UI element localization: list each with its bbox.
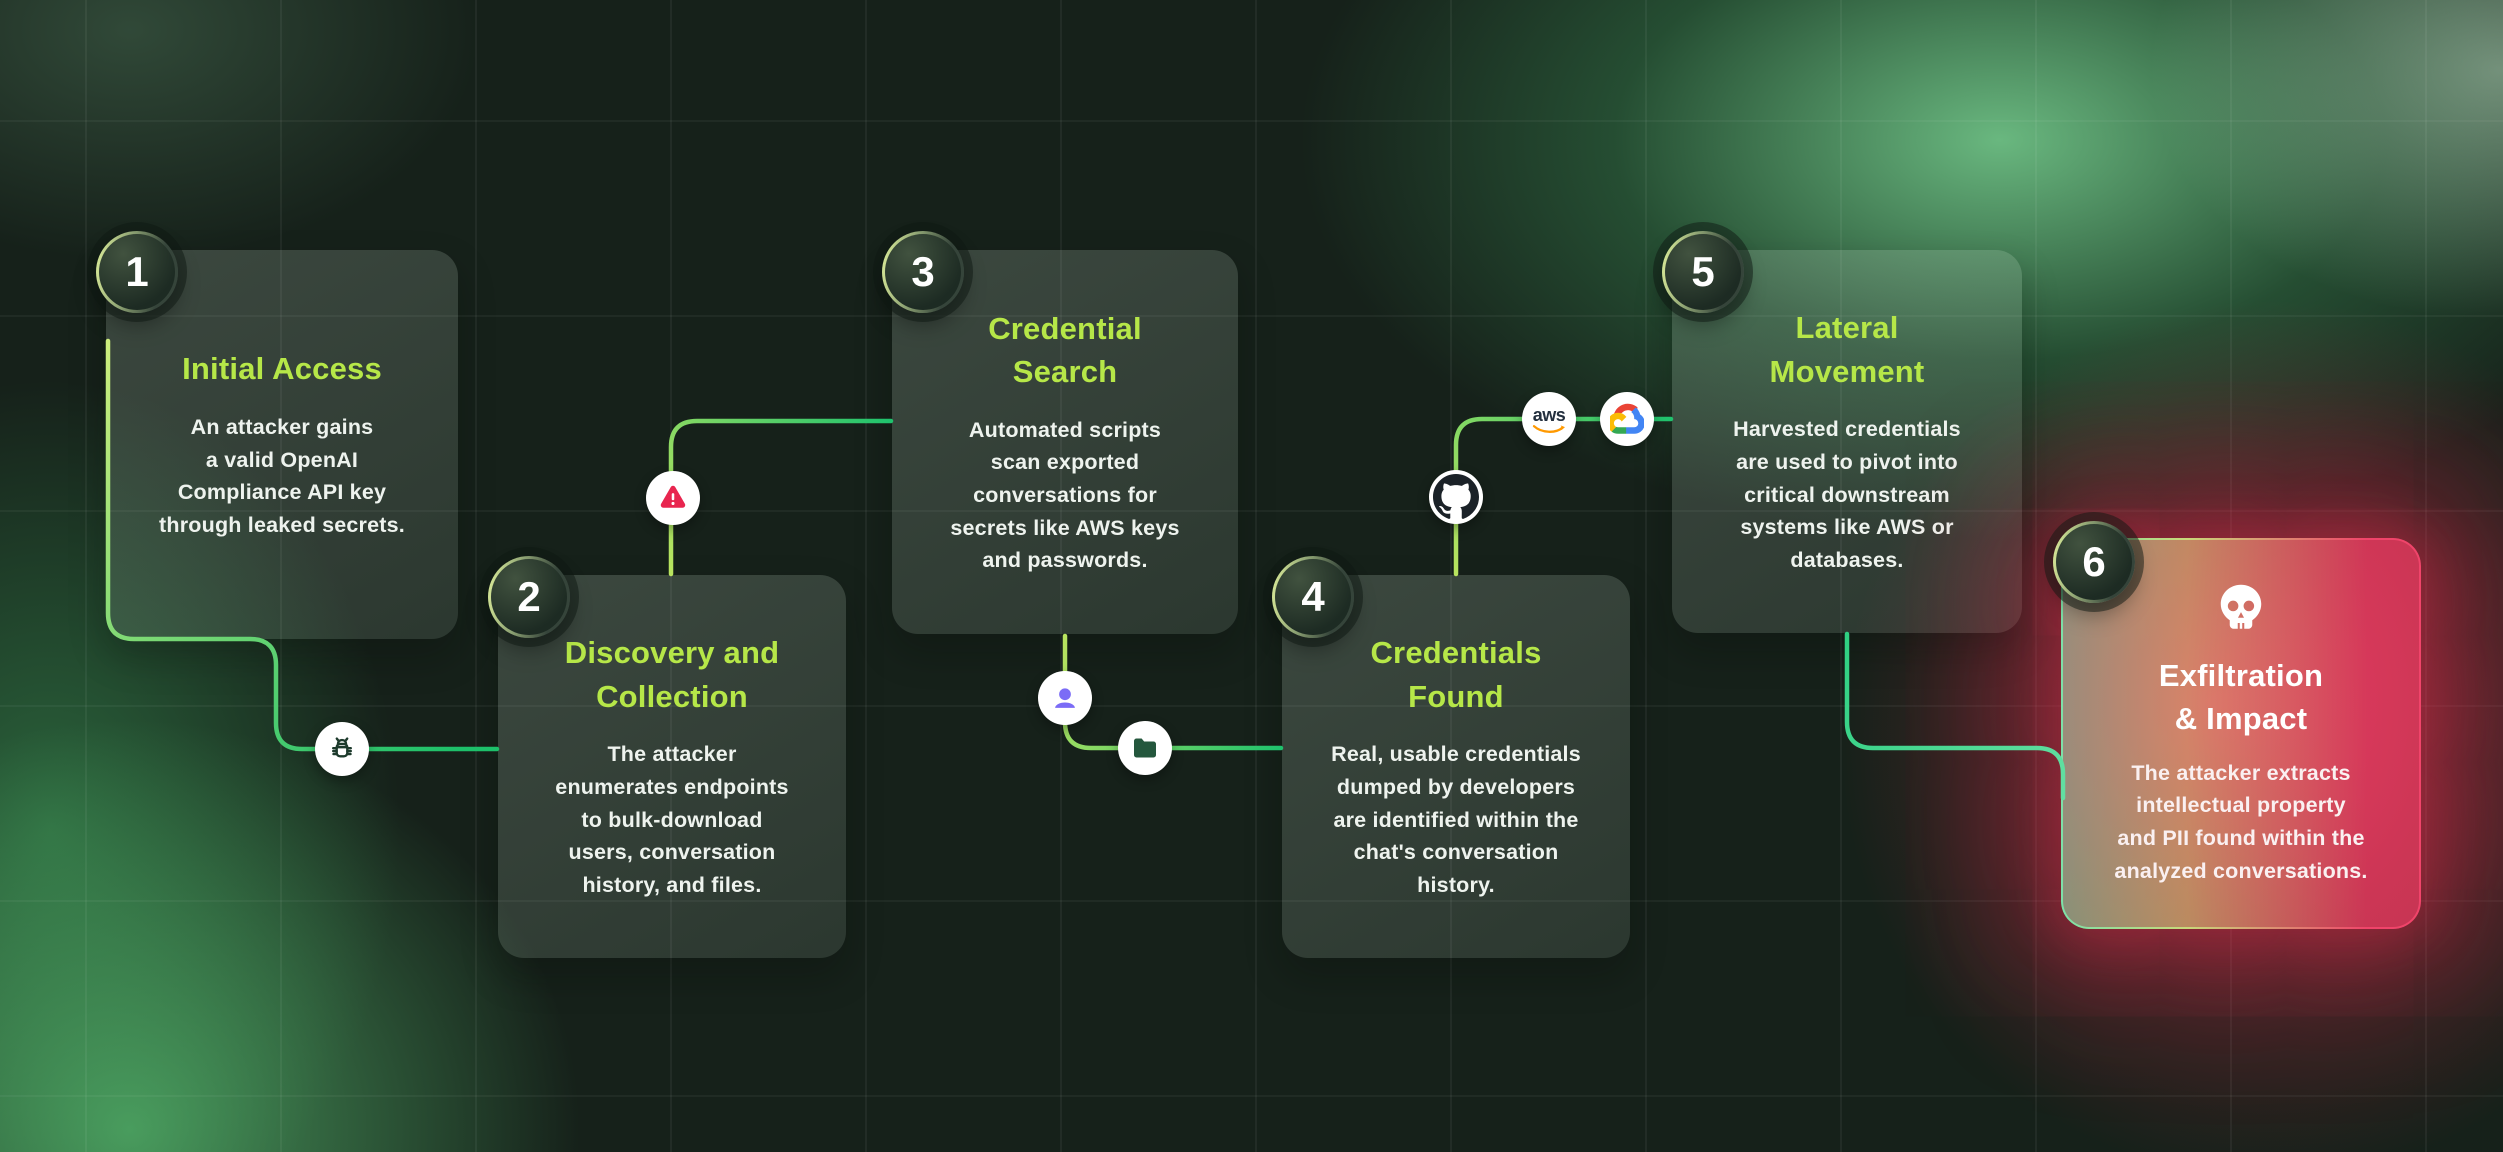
step-title: Credentials Found (1370, 635, 1542, 714)
step-description: An attacker gains a valid OpenAI Complia… (159, 414, 405, 537)
step-card-credentials-found: Credentials Found Real, usable credentia… (1282, 575, 1630, 958)
step-title: Discovery and Collection (564, 635, 780, 714)
step-number: 4 (1275, 559, 1351, 635)
step-number: 2 (491, 559, 567, 635)
warning-icon (646, 471, 700, 525)
skull-icon (2214, 580, 2268, 638)
step-number: 1 (99, 234, 175, 310)
background-glow-top-right-corner (2150, 0, 2503, 320)
step-description: Automated scripts scan exported conversa… (950, 417, 1180, 573)
step-number: 6 (2056, 524, 2132, 600)
aws-icon: aws (1522, 392, 1576, 446)
step-number-badge-2: 2 (488, 556, 570, 638)
step-number: 3 (885, 234, 961, 310)
step-number-badge-3: 3 (882, 231, 964, 313)
user-icon (1038, 671, 1092, 725)
aws-label: aws (1532, 404, 1566, 425)
step-title: Initial Access (182, 351, 382, 387)
step-card-credential-search: Credential Search Automated scripts scan… (892, 250, 1238, 634)
step-description: Real, usable credentials dumped by devel… (1331, 742, 1581, 897)
step-description: The attacker extracts intellectual prope… (2114, 760, 2368, 883)
connector-5-6 (1844, 631, 2066, 801)
background-glow-bottom-left (0, 720, 580, 1152)
step-description: Harvested credentials are used to pivot … (1733, 417, 1961, 572)
step-number-badge-6: 6 (2053, 521, 2135, 603)
connector-2-3 (668, 418, 894, 577)
step-title: Credential Search (988, 310, 1142, 390)
step-card-exfiltration-impact: Exfiltration & Impact The attacker extra… (2061, 538, 2421, 929)
step-number-badge-5: 5 (1662, 231, 1744, 313)
step-number: 5 (1665, 234, 1741, 310)
github-icon (1429, 470, 1483, 524)
step-card-discovery-collection: Discovery and Collection The attacker en… (498, 575, 846, 958)
step-card-initial-access: Initial Access An attacker gains a valid… (106, 250, 458, 639)
step-title: Exfiltration & Impact (2158, 657, 2324, 737)
google-cloud-icon (1600, 392, 1654, 446)
step-title: Lateral Movement (1769, 310, 1925, 389)
background-glow-top-left (0, 0, 480, 260)
bug-icon (315, 722, 369, 776)
step-card-lateral-movement: Lateral Movement Harvested credentials a… (1672, 250, 2022, 633)
step-number-badge-4: 4 (1272, 556, 1354, 638)
folder-icon (1118, 721, 1172, 775)
step-description: The attacker enumerates endpoints to bul… (555, 742, 789, 897)
connector-3-4 (1062, 633, 1284, 751)
step-number-badge-1: 1 (96, 231, 178, 313)
